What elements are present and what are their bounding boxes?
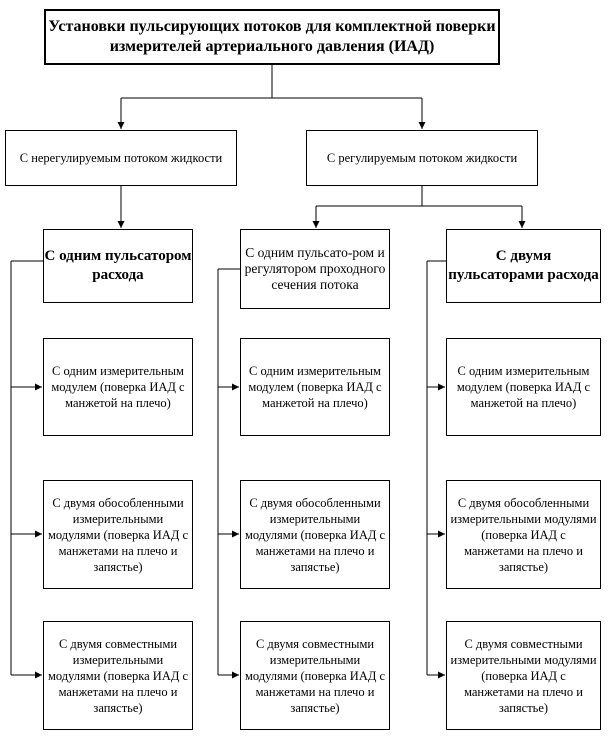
column-2-leaf-1: С одним измерительным модулем (поверка И…	[240, 338, 390, 436]
column-3-header-box: С двумя пульсаторами расхода	[446, 229, 601, 303]
category-unregulated-box: С нерегулируемым потоком жидкости	[5, 130, 237, 186]
column-1-header: С одним пульсатором расхода	[44, 248, 192, 283]
column-3-header: С двумя пульсаторами расхода	[448, 248, 599, 283]
column-1-header-box: С одним пульсатором расхода	[43, 229, 193, 303]
category-regulated-box: С регулируемым потоком жидкости	[306, 130, 538, 186]
column-1-leaf-3: С двумя совместными измерительными модул…	[43, 621, 193, 730]
category-regulated-label: С регулируемым потоком жидкости	[326, 151, 518, 165]
column-2-header: С одним пульсато-ром и регулятором прохо…	[244, 245, 386, 292]
category-unregulated-label: С нерегулируемым потоком жидкости	[19, 151, 223, 165]
column-2-header-box: С одним пульсато-ром и регулятором прохо…	[240, 229, 390, 309]
column-3-leaf-2: С двумя обособленными измерительными мод…	[446, 480, 601, 589]
column-2-leaf-2: С двумя обособленными измерительными мод…	[240, 480, 390, 589]
column-1-leaf-2: С двумя обособленными измерительными мод…	[43, 480, 193, 589]
column-3-leaf-3: С двумя совместными измерительными модул…	[446, 621, 601, 730]
column-2-leaf-3: С двумя совместными измерительными модул…	[240, 621, 390, 730]
diagram-title-box: Установки пульсирующих потоков для компл…	[44, 9, 500, 65]
diagram-title: Установки пульсирующих потоков для компл…	[48, 18, 496, 55]
column-3-leaf-1: С одним измерительным модулем (поверка И…	[446, 338, 601, 436]
column-1-leaf-1: С одним измерительным модулем (поверка И…	[43, 338, 193, 436]
